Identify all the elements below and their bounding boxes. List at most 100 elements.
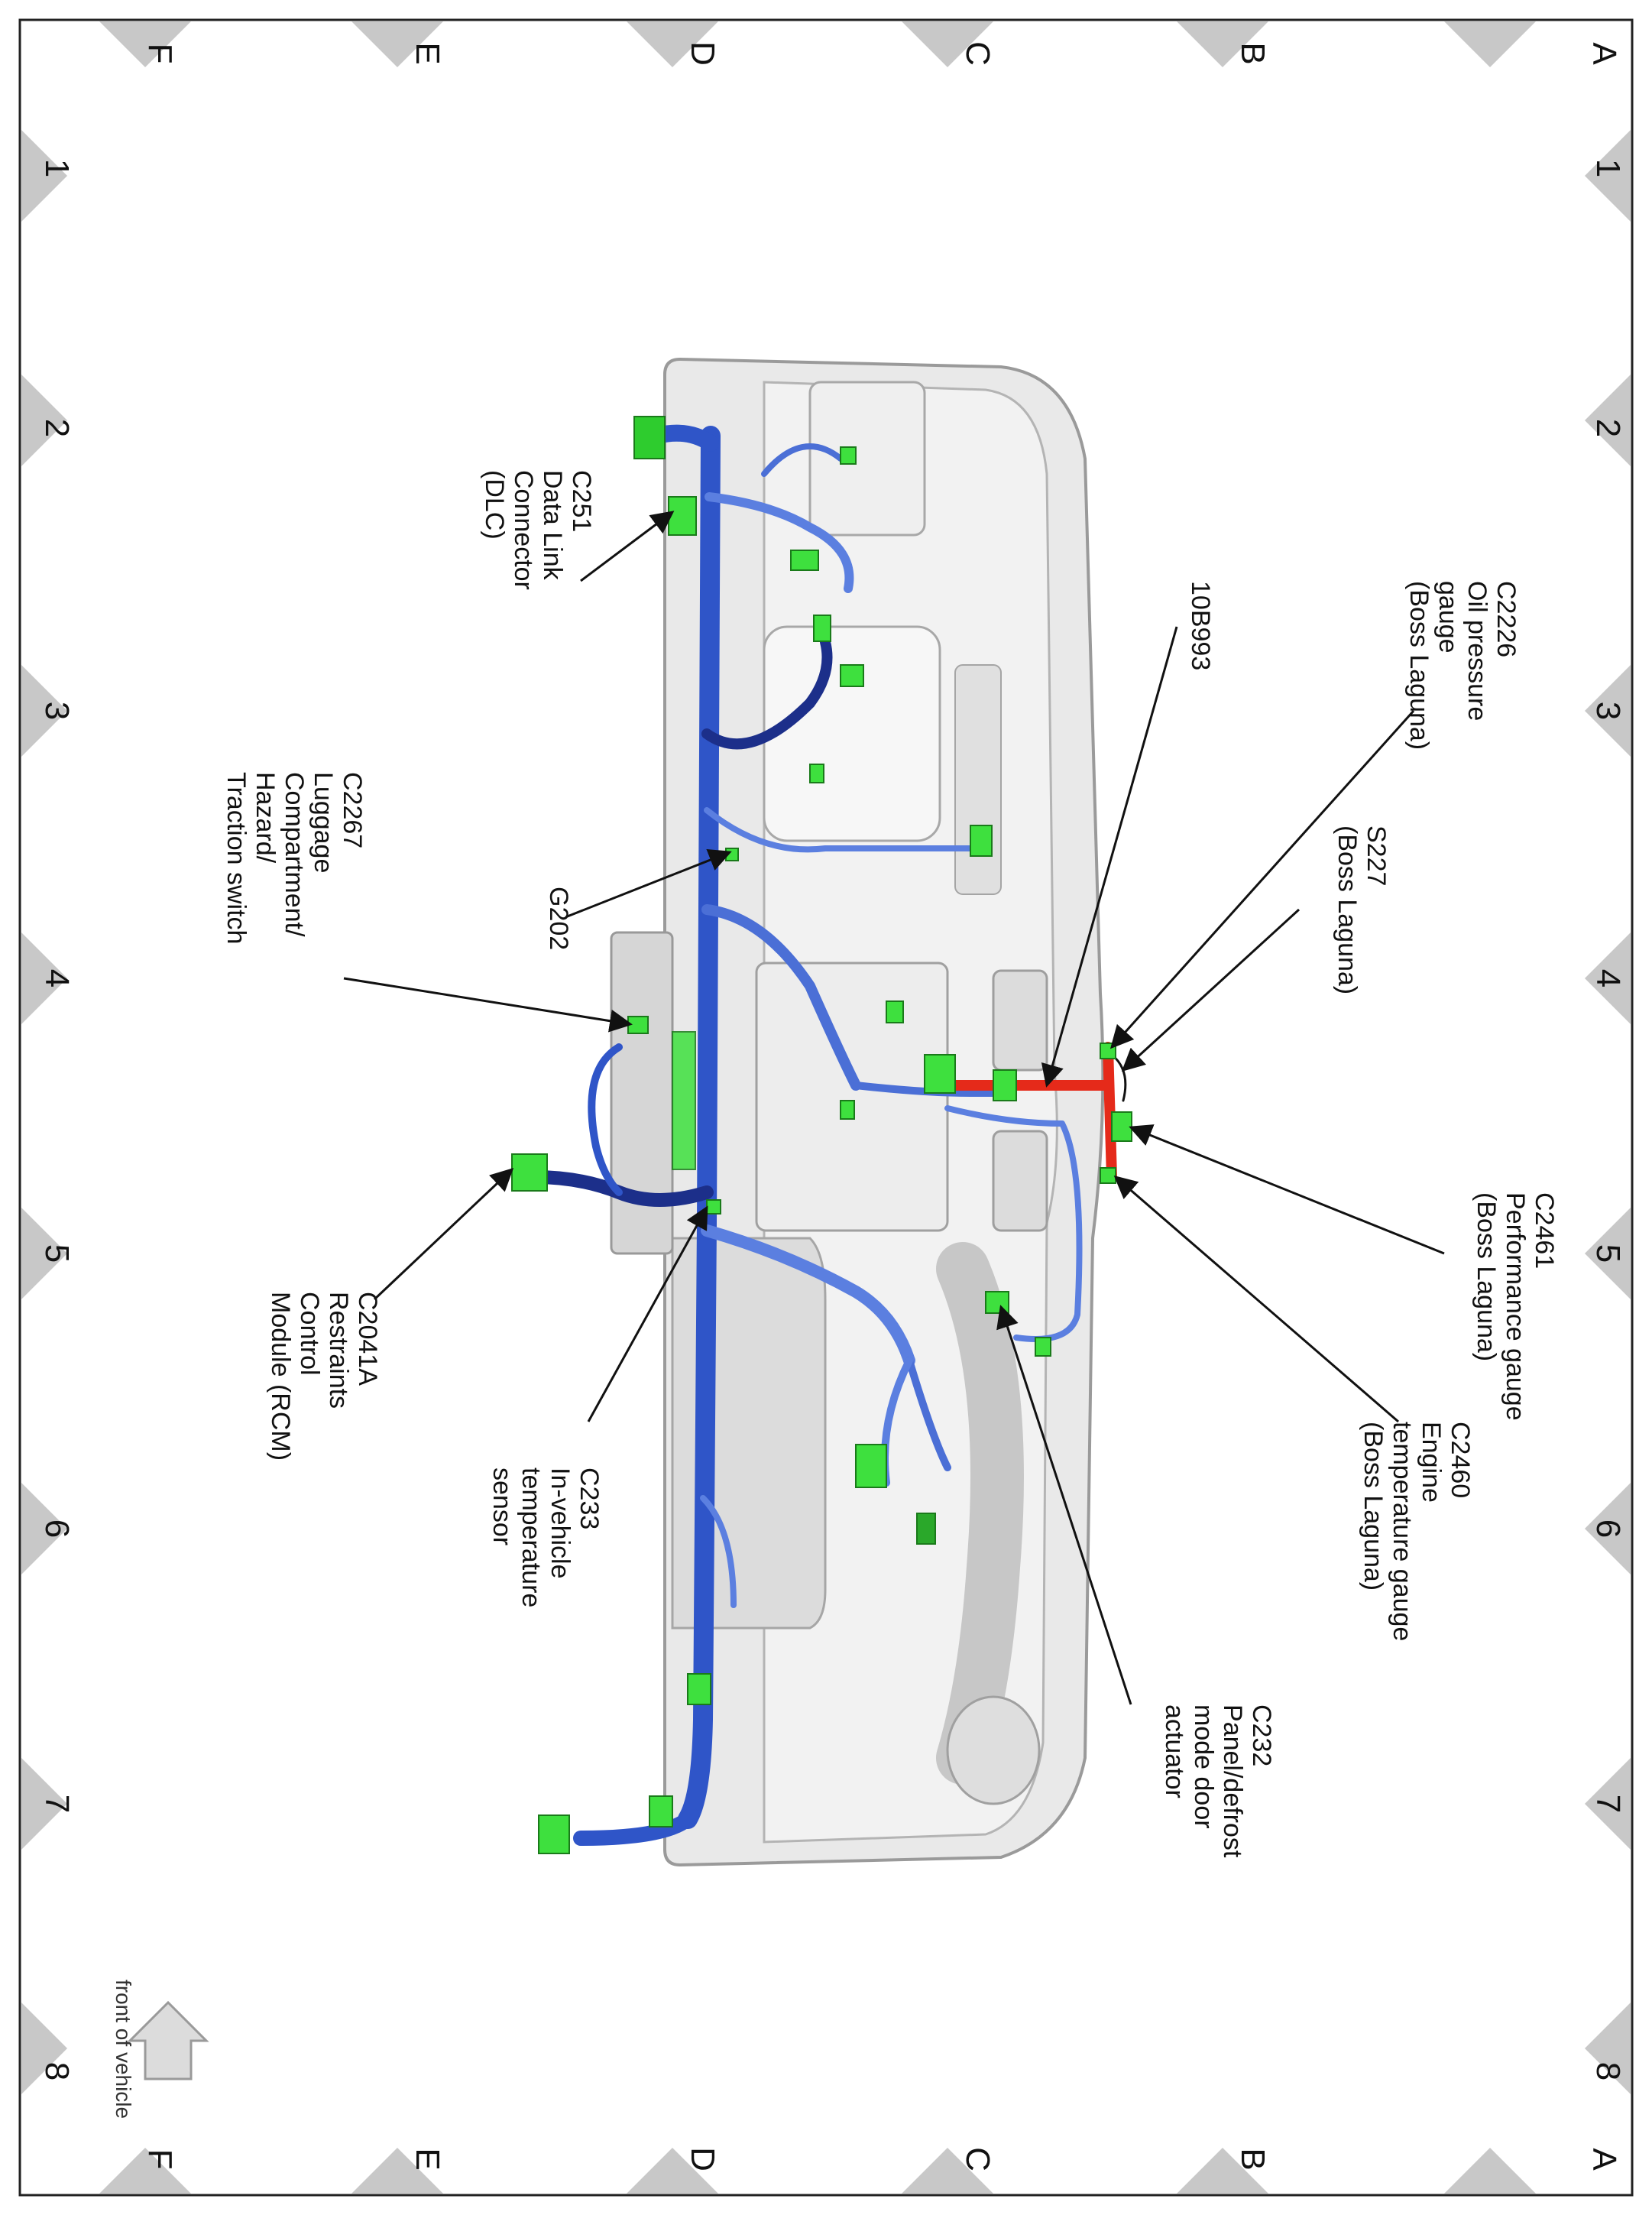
callout-line: Traction switch <box>222 772 251 944</box>
callout-line: gauge <box>1433 581 1463 653</box>
connector-center-stack-2 <box>886 1000 904 1023</box>
harness-glovebox-branch <box>700 1495 737 1608</box>
grid-letter-top: B <box>1234 42 1271 64</box>
connector-center-stack-1 <box>924 1054 956 1094</box>
harness-radio-branch-2 <box>704 807 973 853</box>
connector-end-2 <box>649 1795 673 1827</box>
harness-rcm-branch-2 <box>588 1043 623 1196</box>
grid-number-left: 8 <box>38 2062 76 2080</box>
border-marker-top <box>1444 21 1536 67</box>
center-vent-left <box>992 969 1048 1072</box>
connector-c2267 <box>627 1016 649 1034</box>
center-stack-opening <box>755 962 949 1232</box>
grid-number-left: 1 <box>38 159 76 177</box>
border-marker-top <box>1177 21 1268 67</box>
callout-line: Module (RCM) <box>266 1292 295 1461</box>
border-marker-bottom <box>351 2148 443 2194</box>
grid-number-left: 7 <box>38 1795 76 1813</box>
callout-c2267: C2267LuggageCompartment/Hazard/Traction … <box>222 772 367 944</box>
front-arrow-icon <box>127 2000 209 2080</box>
border-markers <box>21 21 1631 2194</box>
callout-line: Data Link <box>538 470 567 581</box>
connector-right-vent <box>1035 1337 1051 1357</box>
callout-line: C2041A <box>353 1292 382 1386</box>
grid-letter-bottom: E <box>409 2148 446 2170</box>
callout-line: actuator <box>1160 1704 1189 1798</box>
border-marker-right <box>1585 2003 1631 2094</box>
connector-glovebox <box>687 1673 711 1705</box>
connector-c251 <box>668 496 697 536</box>
connector-dlc-top <box>633 416 666 459</box>
callout-line: Oil pressure <box>1463 581 1492 721</box>
right-vent <box>946 1695 1041 1805</box>
callout-line: (DLC) <box>480 470 509 540</box>
steering-column-cover <box>954 664 1002 895</box>
border-marker-top <box>902 21 993 67</box>
connector-c232 <box>985 1291 1009 1314</box>
grid-number-left: 3 <box>38 702 76 720</box>
callout-line: Connector <box>509 470 538 590</box>
grid-number-left: 6 <box>38 1519 76 1538</box>
connector-10b993 <box>993 1069 1017 1101</box>
callout-line: Control <box>295 1292 324 1376</box>
wiring-harness <box>528 424 1127 1846</box>
callout-line: S227 <box>1362 825 1391 886</box>
leader-g202 <box>565 848 732 919</box>
border-marker-bottom <box>902 2148 993 2194</box>
connector-lower-2 <box>916 1513 936 1545</box>
callout-line: (Boss Laguna) <box>1333 825 1362 994</box>
border-marker-top <box>99 21 191 67</box>
leader-c2226 <box>1109 709 1415 1049</box>
border-marker-right <box>1585 665 1631 757</box>
grid-number-left: 4 <box>38 969 76 988</box>
callout-line: C233 <box>575 1467 604 1529</box>
grid-letter-bottom: B <box>1234 2148 1271 2170</box>
border-marker-right <box>1585 1483 1631 1574</box>
callout-b993: 10B993 <box>1186 581 1215 670</box>
callout-line: Engine <box>1417 1422 1446 1503</box>
connector-center-stack-3 <box>840 1100 855 1120</box>
connector-rcm-cluster <box>672 1031 696 1170</box>
border-marker-bottom <box>627 2148 718 2194</box>
callout-line: (Boss Laguna) <box>1359 1422 1388 1591</box>
connector-lower-1 <box>855 1444 887 1488</box>
border-marker-top <box>351 21 443 67</box>
leader-c232 <box>996 1305 1132 1705</box>
leader-c251 <box>580 511 675 582</box>
border-marker-right <box>1585 1208 1631 1299</box>
callout-line: sensor <box>488 1467 517 1545</box>
border-marker-right <box>1585 375 1631 466</box>
callout-line: (Boss Laguna) <box>1404 581 1433 750</box>
border-marker-right <box>1585 1758 1631 1850</box>
callout-line: C2267 <box>338 772 367 848</box>
connector-c233 <box>706 1199 721 1215</box>
callout-line: C2460 <box>1446 1422 1475 1498</box>
callout-line: Luggage <box>309 772 338 873</box>
border-marker-top <box>627 21 718 67</box>
center-vent-right <box>992 1130 1048 1232</box>
grid-letter-bottom: D <box>684 2147 721 2171</box>
border-marker-left <box>21 1758 67 1850</box>
grid-number-right: 5 <box>1589 1244 1627 1263</box>
border-marker-left <box>21 932 67 1024</box>
front-of-vehicle-indicator: front of vehicle <box>112 1980 209 2119</box>
callout-line: Compartment/ <box>280 772 309 937</box>
connector-radio-1 <box>813 615 831 642</box>
connector-left-2 <box>840 446 857 465</box>
callout-line: In-vehicle <box>546 1467 575 1579</box>
connector-c2460 <box>1100 1167 1116 1184</box>
harness-lower-branch-2 <box>905 1357 951 1471</box>
grid-letter-top: E <box>409 42 446 64</box>
grid-letter-top: D <box>684 41 721 66</box>
border-marker-left <box>21 2003 67 2094</box>
grid-letter-bottom: C <box>959 2147 996 2171</box>
connector-end-1 <box>538 1814 570 1854</box>
harness-center-branch <box>701 904 861 1091</box>
harness-trunk-branch-bottom <box>573 1808 699 1846</box>
grid-number-right: 4 <box>1589 969 1627 988</box>
